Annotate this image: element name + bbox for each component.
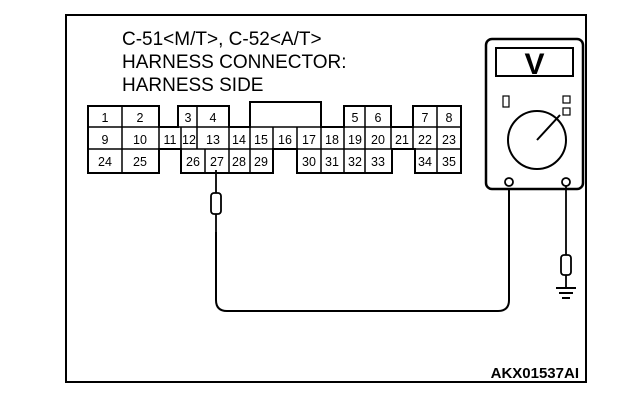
pin-label: 21 <box>395 133 409 147</box>
pin-label: 20 <box>371 133 385 147</box>
pin-label: 9 <box>102 133 109 147</box>
pin-label: 32 <box>348 155 362 169</box>
meter-mode-mark <box>502 95 510 108</box>
header-line-3: HARNESS SIDE <box>122 75 263 96</box>
pin-label: 8 <box>446 111 453 125</box>
test-lead-wire <box>215 187 510 312</box>
pin-label: 30 <box>302 155 316 169</box>
pin-label: 16 <box>278 133 292 147</box>
pin-label: 17 <box>302 133 316 147</box>
header-line-1: C-51<M/T>, C-52<A/T> <box>122 29 322 50</box>
meter-mode-mark <box>562 107 571 116</box>
pin-label: 34 <box>418 155 432 169</box>
pin-label: 1 <box>102 111 109 125</box>
pin-label: 18 <box>325 133 339 147</box>
figure-code: AKX01537AI <box>491 365 579 382</box>
pin-label: 2 <box>137 111 144 125</box>
back-probe <box>210 170 222 232</box>
pin-label: 25 <box>133 155 147 169</box>
meter-dial <box>507 110 567 170</box>
pin-label: 13 <box>206 133 220 147</box>
voltmeter: V <box>484 37 585 191</box>
pin-label: 6 <box>375 111 382 125</box>
pin-labels: 1 2 3 4 5 6 7 8 9 10 11 12 13 14 15 16 1… <box>98 111 456 169</box>
pin-label: 23 <box>442 133 456 147</box>
pin-label: 24 <box>98 155 112 169</box>
pin-label: 33 <box>371 155 385 169</box>
meter-display-symbol: V <box>524 48 544 81</box>
pin-label: 4 <box>210 111 217 125</box>
pin-label: 10 <box>133 133 147 147</box>
meter-terminal-positive <box>561 177 571 187</box>
pin-label: 28 <box>232 155 246 169</box>
pin-label: 19 <box>348 133 362 147</box>
meter-mode-mark <box>562 95 571 104</box>
pin-label: 29 <box>254 155 268 169</box>
connector-grid <box>88 106 461 173</box>
pin-label: 11 <box>164 133 177 147</box>
meter-selector-knob <box>536 114 561 141</box>
pin-label: 26 <box>186 155 200 169</box>
pin-label: 3 <box>185 111 192 125</box>
pin-label: 15 <box>254 133 268 147</box>
meter-display <box>495 47 574 77</box>
pin-label-probed: 27 <box>210 155 224 169</box>
pin-label: 14 <box>232 133 246 147</box>
pin-label: 7 <box>422 111 429 125</box>
ground-lead <box>560 186 572 288</box>
pin-label: 5 <box>352 111 359 125</box>
pin-label: 22 <box>418 133 432 147</box>
connector-outline <box>87 101 462 174</box>
pin-label: 31 <box>325 155 339 169</box>
meter-terminal-negative <box>504 177 514 187</box>
pin-label: 35 <box>442 155 456 169</box>
pin-label: 12 <box>182 133 196 147</box>
header-line-2: HARNESS CONNECTOR: <box>122 52 347 73</box>
figure-frame <box>65 14 587 383</box>
ground-symbol-icon <box>556 287 576 299</box>
